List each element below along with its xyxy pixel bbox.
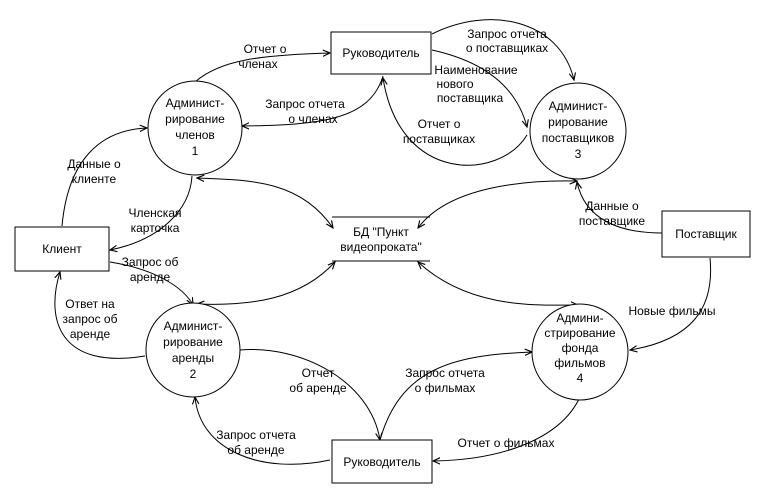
process-1-line-1: Админист-	[166, 96, 225, 110]
process-2-line-2: рирование	[163, 335, 223, 349]
process-4-line-5: 4	[577, 371, 584, 385]
process-2-line-1: Админист-	[164, 319, 223, 333]
edge-db-p2	[197, 262, 335, 304]
process-3-line-3: поставщиков	[542, 131, 615, 145]
process-3-line-1: Админист-	[549, 99, 608, 113]
edge-manager-bottom-to-p2	[195, 397, 331, 465]
entity-client-label: Клиент	[42, 242, 82, 256]
edge-manager-top-to-p3	[431, 19, 574, 80]
edge-client-to-p2	[109, 261, 193, 305]
process-1-line-2: рирование	[165, 112, 225, 126]
edge-p1-to-manager-top	[194, 53, 330, 83]
edge-db-p4	[418, 262, 578, 305]
edges	[55, 19, 712, 465]
edge-p4-to-manager-bottom	[433, 396, 581, 461]
label-report-films: Отчет о фильмах	[458, 436, 555, 450]
edge-manager-top-to-p3-name	[431, 49, 527, 127]
process-2: Админист-рирование аренды 2	[145, 302, 241, 398]
process-1: Админист-рирование членов 1	[147, 80, 243, 176]
process-3-line-4: 3	[575, 147, 582, 161]
edge-supplier-to-p4	[630, 257, 712, 350]
edge-p2-to-manager-bottom	[239, 349, 380, 440]
edge-manager-bottom-to-p4	[379, 352, 532, 441]
entity-manager-top-label: Руководитель	[342, 46, 419, 60]
data-store-line-2: видеопроката"	[340, 240, 422, 254]
edge-supplier-to-p3	[577, 182, 663, 234]
edge-p3-to-manager-top	[383, 78, 528, 166]
entity-manager-bottom: Руководитель	[331, 439, 433, 484]
edge-p1-to-client	[110, 175, 193, 250]
entity-manager-top: Руководитель	[330, 31, 432, 75]
edge-db-p1	[197, 178, 333, 228]
process-4-line-4: фильмов	[554, 356, 605, 370]
entity-supplier-label: Поставщик	[675, 227, 737, 241]
process-4-line-2: стрирование	[544, 326, 615, 340]
process-3: Админист-рирование поставщиков 3	[529, 82, 627, 180]
entity-manager-bottom-label: Руководитель	[343, 455, 420, 469]
edge-client-to-p1	[61, 128, 147, 227]
process-4-line-1: Админи-	[556, 311, 603, 325]
edge-p2-to-client	[55, 272, 146, 359]
process-4-line-3: фонда	[562, 341, 599, 355]
entity-client: Клиент	[14, 226, 110, 272]
data-store-line-1: БД "Пункт	[353, 225, 409, 239]
entity-supplier: Поставщик	[661, 210, 751, 258]
label-new-films: Новые фильмы	[628, 304, 715, 318]
process-3-line-2: рирование	[548, 115, 608, 129]
edge-db-p3	[418, 181, 577, 228]
process-1-line-3: членов	[175, 128, 215, 142]
edge-manager-top-to-p1	[242, 75, 384, 126]
process-2-line-3: аренды	[172, 351, 214, 365]
process-1-line-4: 1	[192, 144, 199, 158]
process-2-line-4: 2	[190, 367, 197, 381]
